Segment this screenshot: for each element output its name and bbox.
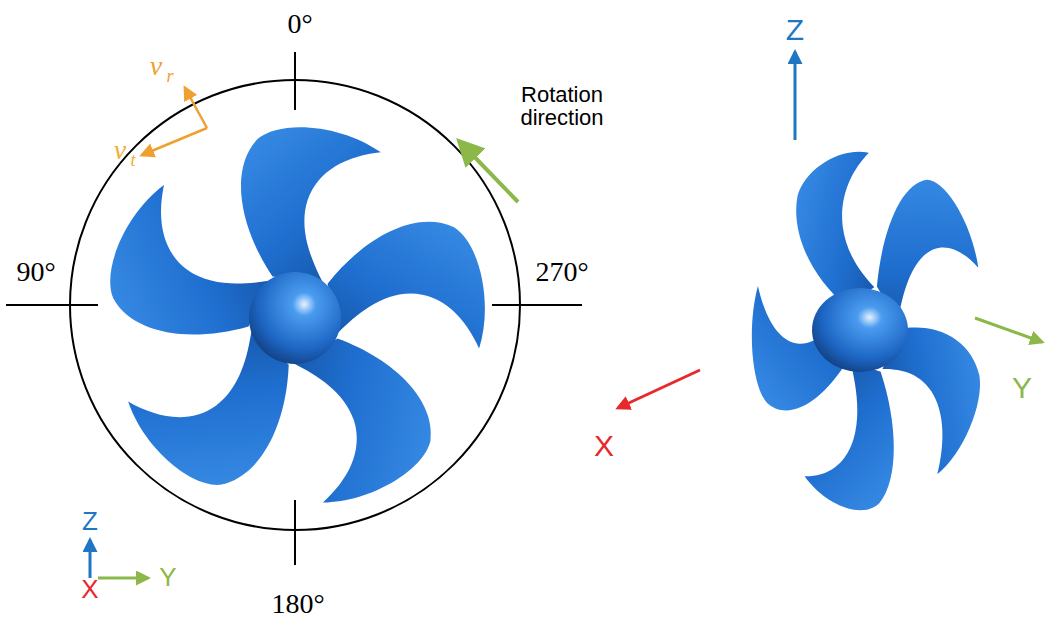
velocity-symbol: v [150, 51, 162, 80]
angle-tick [6, 304, 98, 306]
y-axis [98, 577, 148, 580]
x-axis [618, 370, 700, 408]
velocity-symbol: v [114, 135, 126, 164]
axis-label: Y [1012, 372, 1032, 404]
angle-tick [492, 304, 582, 306]
angle-label: 180° [271, 589, 324, 618]
angle-label: 270° [535, 257, 588, 286]
y-axis [975, 318, 1042, 342]
z-axis [89, 540, 92, 578]
velocity-subscript: r [166, 67, 173, 86]
angle-tick [294, 52, 296, 110]
reference-circle [70, 80, 520, 530]
propeller-perspective [749, 139, 993, 523]
tangential-vector [142, 128, 207, 155]
angle-label: 90° [16, 257, 55, 286]
axis-label: X [81, 576, 98, 603]
rotation-arrow [460, 142, 518, 202]
velocity-subscript: t [130, 151, 135, 170]
z-axis [794, 52, 797, 140]
angle-tick [294, 500, 296, 565]
propeller-front [91, 119, 493, 516]
rotation-label: Rotation direction [502, 83, 622, 129]
radial-vector [185, 88, 207, 128]
axis-label: Y [159, 564, 176, 591]
axis-label: Z [82, 508, 98, 535]
angle-label: 0° [287, 9, 312, 38]
axis-label: X [594, 430, 614, 462]
axis-label: Z [786, 14, 804, 46]
